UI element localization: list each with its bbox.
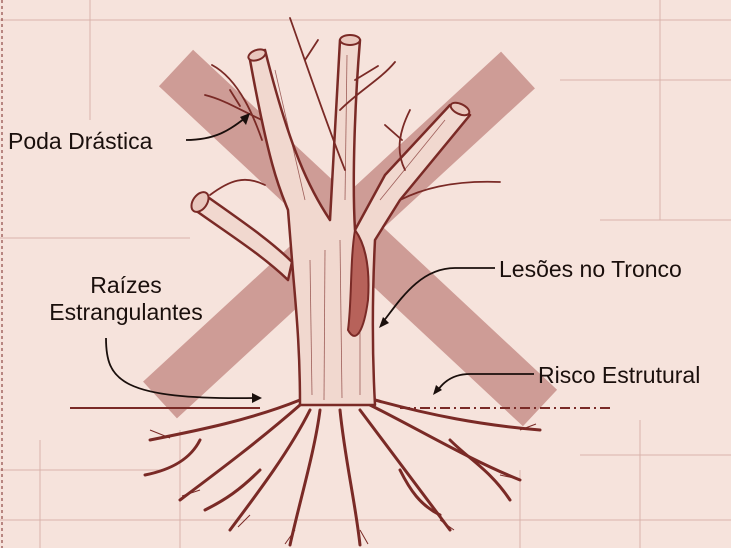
label-risco-estrutural: Risco Estrutural <box>538 362 700 389</box>
label-raizes-estrangulantes: Raízes Estrangulantes <box>48 272 204 326</box>
branch-cut-end <box>340 35 360 45</box>
label-raizes-line2: Estrangulantes <box>48 299 204 326</box>
label-lesoes-no-tronco: Lesões no Tronco <box>499 256 682 283</box>
cut-branch-left <box>195 195 292 280</box>
tree-roots <box>145 400 540 545</box>
label-poda-drastica: Poda Drástica <box>8 128 152 155</box>
label-raizes-line1: Raízes <box>48 272 204 299</box>
